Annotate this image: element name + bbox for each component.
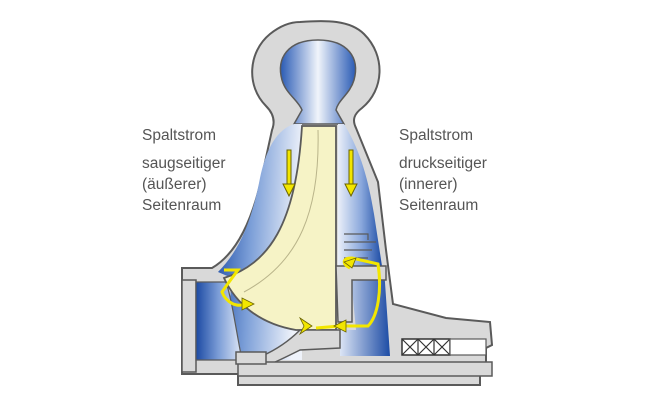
left-gap-flow-title: Spaltstrom <box>142 127 217 144</box>
flow-arrow-icon <box>343 257 357 269</box>
flow-arrow-icon <box>344 149 358 198</box>
shaft-seal-packing-icon <box>401 338 487 356</box>
right-description-line: (innerer) <box>399 176 458 193</box>
casing-inner-wall <box>335 265 387 323</box>
flow-arrow-icon <box>333 319 347 333</box>
left-description-line: (äußerer) <box>142 176 207 193</box>
right-description-line: druckseitiger <box>399 155 487 172</box>
left-description-line: saugseitiger <box>142 155 226 172</box>
suction-inlet-flange <box>181 279 197 373</box>
flow-arrows <box>282 149 358 198</box>
right-gap-flow-title: Spaltstrom <box>399 127 474 144</box>
impeller-blade-curve <box>243 129 319 293</box>
pump-shaft <box>237 361 493 377</box>
left-gap-flow-description: saugseitiger (äußerer) Seitenraum <box>142 153 226 216</box>
right-description-line: Seitenraum <box>399 197 479 214</box>
flow-arrow-icon <box>282 149 296 198</box>
left-description-line: Seitenraum <box>142 197 222 214</box>
right-gap-flow-description: druckseitiger (innerer) Seitenraum <box>399 153 487 216</box>
flow-arrow-icon <box>241 297 255 311</box>
impeller-shroud <box>222 125 337 331</box>
pressure-side-chamber <box>336 124 382 266</box>
flow-arrow-icon <box>298 316 313 336</box>
shaft-hub-nut <box>235 351 267 365</box>
gap-flow-arrowheads <box>241 257 357 336</box>
volute-chamber <box>279 39 357 125</box>
